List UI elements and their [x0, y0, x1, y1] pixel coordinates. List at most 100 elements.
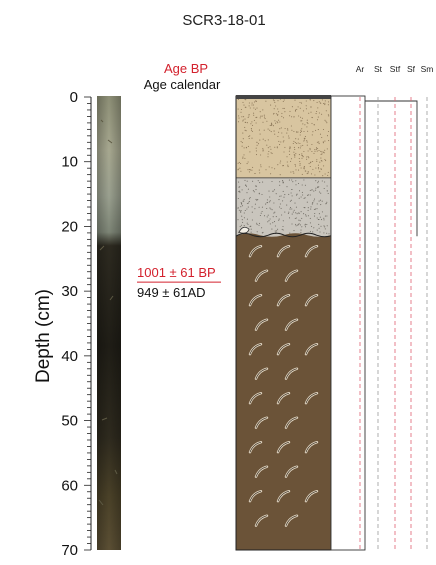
stipple-dot: [326, 122, 328, 124]
stipple-dot: [252, 180, 254, 182]
stipple-dot: [269, 223, 271, 225]
stipple-dot: [238, 117, 240, 119]
stipple-dot: [255, 189, 257, 191]
stipple-dot: [303, 139, 305, 141]
stipple-dot: [266, 120, 268, 122]
stipple-dot: [304, 197, 306, 199]
stipple-dot: [273, 189, 276, 191]
stipple-dot: [242, 119, 244, 121]
stipple-dot: [294, 142, 296, 144]
stipple-dot: [288, 211, 290, 213]
stipple-dot: [280, 160, 282, 162]
stipple-dot: [314, 149, 316, 151]
stipple-dot: [269, 129, 271, 131]
stipple-dot: [327, 104, 329, 106]
stipple-dot: [304, 184, 306, 186]
figure-title: SCR3-18-01: [182, 12, 265, 29]
stipple-dot: [266, 207, 268, 210]
stipple-dot: [249, 198, 251, 200]
root-symbol-outline: [305, 490, 318, 502]
root-symbol-outline: [255, 270, 268, 281]
stipple-dot: [284, 127, 286, 130]
stipple-dot: [315, 129, 317, 131]
stipple-dot: [300, 231, 302, 233]
stipple-dot: [320, 168, 322, 171]
stipple-dot: [310, 206, 312, 208]
stipple-dot: [314, 150, 316, 152]
stipple-dot: [290, 160, 292, 162]
stipple-dot: [279, 203, 281, 205]
stipple-dot: [268, 201, 270, 203]
stipple-dot: [269, 146, 271, 148]
stipple-dot: [308, 163, 310, 165]
root-symbol-outline: [305, 392, 318, 404]
stipple-dot: [273, 202, 275, 204]
stipple-dot: [300, 145, 302, 147]
stipple-dot: [307, 207, 309, 209]
stipple-dot: [316, 208, 318, 210]
stipple-dot: [280, 207, 282, 209]
stipple-dot: [288, 137, 290, 139]
stipple-dot: [287, 166, 289, 168]
stipple-dot: [253, 107, 255, 109]
stipple-dot: [309, 165, 311, 168]
stipple-dot: [316, 110, 318, 113]
stipple-dot: [294, 202, 296, 204]
stipple-dot: [263, 114, 265, 116]
stipple-dot: [313, 215, 316, 217]
stipple-dot: [324, 181, 326, 183]
stipple-dot: [290, 199, 292, 201]
stipple-dot: [306, 144, 308, 146]
stipple-dot: [303, 213, 305, 215]
stipple-dot: [262, 121, 264, 123]
stipple-dot: [286, 161, 288, 163]
stipple-dot: [311, 189, 313, 191]
stipple-dot: [293, 172, 295, 174]
stipple-dot: [282, 141, 284, 143]
stipple-dot: [248, 137, 250, 140]
stipple-dot: [309, 99, 311, 101]
stipple-dot: [326, 225, 328, 227]
stipple-dot: [248, 114, 250, 116]
stipple-dot: [293, 209, 295, 211]
stipple-dot: [311, 143, 313, 146]
root-symbols: [248, 244, 319, 527]
stipple-dot: [304, 223, 306, 225]
stipple-dot: [264, 140, 266, 142]
stipple-dot: [295, 217, 297, 219]
stipple-dot: [278, 119, 280, 121]
stipple-dot: [247, 145, 249, 147]
stipple-dot: [290, 158, 293, 160]
stipple-dot: [320, 159, 322, 162]
stipple-dot: [262, 181, 264, 183]
stipple-dot: [241, 142, 243, 144]
stipple-dot: [325, 203, 327, 205]
stipple-dot: [298, 219, 300, 221]
stipple-dot: [282, 180, 284, 182]
stipple-dot: [240, 211, 242, 213]
stipple-dot: [240, 108, 242, 111]
stipple-dot: [328, 233, 330, 235]
stipple-dot: [315, 167, 317, 169]
stipple-dot: [299, 164, 301, 166]
stipple-dot: [241, 202, 243, 204]
stipple-dot: [249, 107, 251, 109]
stipple-dot: [327, 192, 329, 195]
stipple-dot: [324, 226, 326, 228]
stipple-dot: [280, 195, 282, 197]
stipple-dot: [289, 232, 291, 234]
age-calendar-header: Age calendar: [144, 77, 221, 92]
stipple-dot: [309, 230, 311, 232]
stipple-dot: [258, 129, 260, 131]
stipple-dot: [310, 208, 312, 210]
stipple-dot: [297, 131, 299, 133]
stipple-dot: [291, 129, 293, 131]
stipple-dot: [327, 171, 329, 173]
stipple-dot: [272, 216, 274, 218]
stipple-dot: [315, 113, 317, 115]
stipple-dot: [298, 154, 300, 156]
stipple-dot: [282, 165, 284, 167]
stipple-dot: [297, 169, 300, 171]
stipple-dot: [294, 165, 297, 167]
stipple-dot: [255, 154, 258, 156]
